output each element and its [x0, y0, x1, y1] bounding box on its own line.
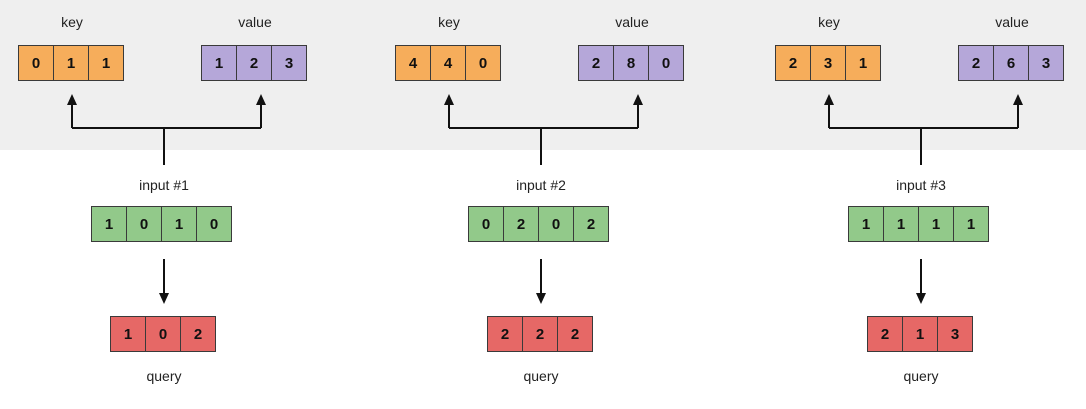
value-vector-cell: 2	[578, 45, 614, 81]
key-vector-cell: 2	[775, 45, 811, 81]
value-vector-cell: 6	[993, 45, 1029, 81]
query-vector-cell: 2	[867, 316, 903, 352]
query-label: query	[146, 368, 182, 384]
input-vector-cell: 0	[538, 206, 574, 242]
key-vector-cell: 3	[810, 45, 846, 81]
input-vector-cell: 1	[883, 206, 919, 242]
input-vector-cell: 2	[503, 206, 539, 242]
value-vector-cell: 0	[648, 45, 684, 81]
key-vector-cell: 0	[465, 45, 501, 81]
value-label: value	[995, 14, 1029, 30]
key-vector-cell: 1	[53, 45, 89, 81]
key-vector-cell: 1	[845, 45, 881, 81]
arrowhead-up	[633, 94, 643, 105]
input-vector-cell: 0	[196, 206, 232, 242]
value-vector-cell: 2	[236, 45, 272, 81]
key-label: key	[438, 14, 460, 30]
input-label: input #1	[139, 177, 189, 193]
arrowhead-up	[1013, 94, 1023, 105]
key-vector-cell: 4	[395, 45, 431, 81]
query-label: query	[523, 368, 559, 384]
input-label: input #3	[896, 177, 946, 193]
query-vector-cell: 1	[902, 316, 938, 352]
input-vector-cell: 1	[161, 206, 197, 242]
query-vector-cell: 2	[487, 316, 523, 352]
input-vector-cell: 0	[126, 206, 162, 242]
arrowhead-down	[916, 293, 926, 304]
query-vector-cell: 2	[522, 316, 558, 352]
arrowhead-up	[256, 94, 266, 105]
key-vector-cell: 1	[88, 45, 124, 81]
key-label: key	[818, 14, 840, 30]
key-label: key	[61, 14, 83, 30]
input-label: input #2	[516, 177, 566, 193]
arrowhead-down	[159, 293, 169, 304]
key-value-band	[0, 0, 1086, 150]
input-vector-cell: 2	[573, 206, 609, 242]
value-vector-cell: 3	[271, 45, 307, 81]
query-vector-cell: 1	[110, 316, 146, 352]
input-vector-cell: 1	[918, 206, 954, 242]
query-vector-cell: 2	[180, 316, 216, 352]
arrowhead-up	[824, 94, 834, 105]
arrowhead-up	[444, 94, 454, 105]
query-label: query	[903, 368, 939, 384]
value-vector-cell: 1	[201, 45, 237, 81]
input-vector-cell: 1	[91, 206, 127, 242]
value-label: value	[615, 14, 649, 30]
input-vector-cell: 1	[953, 206, 989, 242]
value-vector-cell: 2	[958, 45, 994, 81]
query-vector-cell: 3	[937, 316, 973, 352]
input-vector-cell: 1	[848, 206, 884, 242]
arrowhead-up	[67, 94, 77, 105]
input-vector-cell: 0	[468, 206, 504, 242]
value-vector-cell: 8	[613, 45, 649, 81]
query-vector-cell: 2	[557, 316, 593, 352]
value-label: value	[238, 14, 272, 30]
arrowhead-down	[536, 293, 546, 304]
key-vector-cell: 4	[430, 45, 466, 81]
value-vector-cell: 3	[1028, 45, 1064, 81]
query-vector-cell: 0	[145, 316, 181, 352]
key-vector-cell: 0	[18, 45, 54, 81]
